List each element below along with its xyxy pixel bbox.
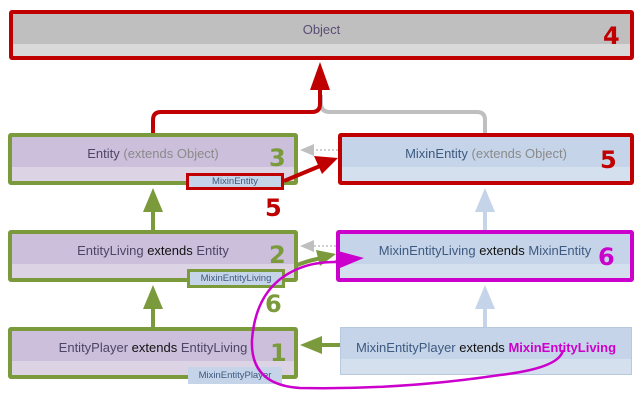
step-number-6-tag: 6 xyxy=(265,290,282,318)
mixliv-to-mixent-arrowhead xyxy=(475,188,495,212)
mixin-entity-living-parent: MixinEntity xyxy=(528,243,592,258)
magenta-arrowhead xyxy=(338,251,364,268)
entity-living-name: EntityLiving xyxy=(77,243,144,258)
mixin-entity-player-name: MixinEntityPlayer xyxy=(355,340,456,355)
mixin-entity-living-name: MixinEntityLiving xyxy=(378,243,476,258)
magenta-resolution-curve xyxy=(250,260,565,390)
entity-suffix: (extends Object) xyxy=(123,146,219,161)
mixin-entity-living-tag: MixinEntityLiving xyxy=(187,269,285,288)
mixin-entity-tag: MixinEntity xyxy=(186,173,284,190)
mixin-entity-box: MixinEntity (extends Object) xyxy=(338,133,634,185)
step-number-3: 3 xyxy=(269,144,286,172)
living-to-entity-arrowhead xyxy=(143,188,163,212)
step-number-5-tag: 5 xyxy=(265,194,282,222)
mixin-entity-player-title: MixinEntityPlayer extends MixinEntityLiv… xyxy=(341,340,631,355)
box-header xyxy=(341,328,631,359)
box-header xyxy=(12,331,294,361)
step-number-2: 2 xyxy=(269,241,286,269)
entity-name: Entity xyxy=(87,146,120,161)
box-header xyxy=(342,137,630,167)
step-number-5: 5 xyxy=(600,146,617,174)
extends-keyword: extends xyxy=(131,340,178,355)
entity-living-parent: Entity xyxy=(196,243,229,258)
mixply-to-player-arrowhead xyxy=(300,336,322,354)
entity-title: Entity (extends Object) xyxy=(12,146,294,161)
object-title: Object xyxy=(302,22,341,37)
mixin-entity-living-title: MixinEntityLiving extends MixinEntity xyxy=(340,243,630,258)
extends-keyword: extends xyxy=(459,340,505,355)
mixin-entity-name: MixinEntity xyxy=(405,146,468,161)
mixent-to-entity-dotted-head xyxy=(300,144,314,156)
mixin-entity-title: MixinEntity (extends Object) xyxy=(342,146,630,161)
mixliv-to-living-dotted-head xyxy=(300,240,314,252)
entity-player-name: EntityPlayer xyxy=(58,340,129,355)
tag-to-mixinentity-red-arrow xyxy=(283,164,321,183)
mixin-entity-player-box: MixinEntityPlayer extends MixinEntityLiv… xyxy=(340,327,632,375)
tag-to-mixinentity-red-arrowhead xyxy=(314,156,338,174)
player-to-living-arrowhead xyxy=(143,285,163,309)
extends-keyword: extends xyxy=(147,243,193,258)
entity-living-class-box: EntityLiving extends Entity xyxy=(8,230,298,282)
entity-player-parent: EntityLiving xyxy=(180,340,248,355)
magenta-arrow-shaft xyxy=(334,258,346,264)
box-header xyxy=(12,234,294,264)
entity-to-object-arrow xyxy=(151,85,322,133)
object-class-box: Object xyxy=(9,10,634,60)
extends-keyword: extends xyxy=(479,243,525,258)
entity-player-title: EntityPlayer extends EntityLiving xyxy=(12,340,294,355)
box-header xyxy=(13,14,630,44)
step-number-1: 1 xyxy=(270,339,287,367)
box-header xyxy=(12,137,294,167)
step-number-6: 6 xyxy=(598,243,615,271)
mixin-entity-suffix: (extends Object) xyxy=(471,146,567,161)
mixin-entity-player-parent: MixinEntityLiving xyxy=(508,340,617,355)
object-arrowhead xyxy=(310,62,330,90)
step-number-4: 4 xyxy=(603,22,620,50)
mixin-entity-living-box: MixinEntityLiving extends MixinEntity xyxy=(336,230,634,282)
mixply-to-mixliv-arrowhead xyxy=(475,285,495,309)
entity-living-title: EntityLiving extends Entity xyxy=(12,243,294,258)
box-header xyxy=(340,234,630,264)
